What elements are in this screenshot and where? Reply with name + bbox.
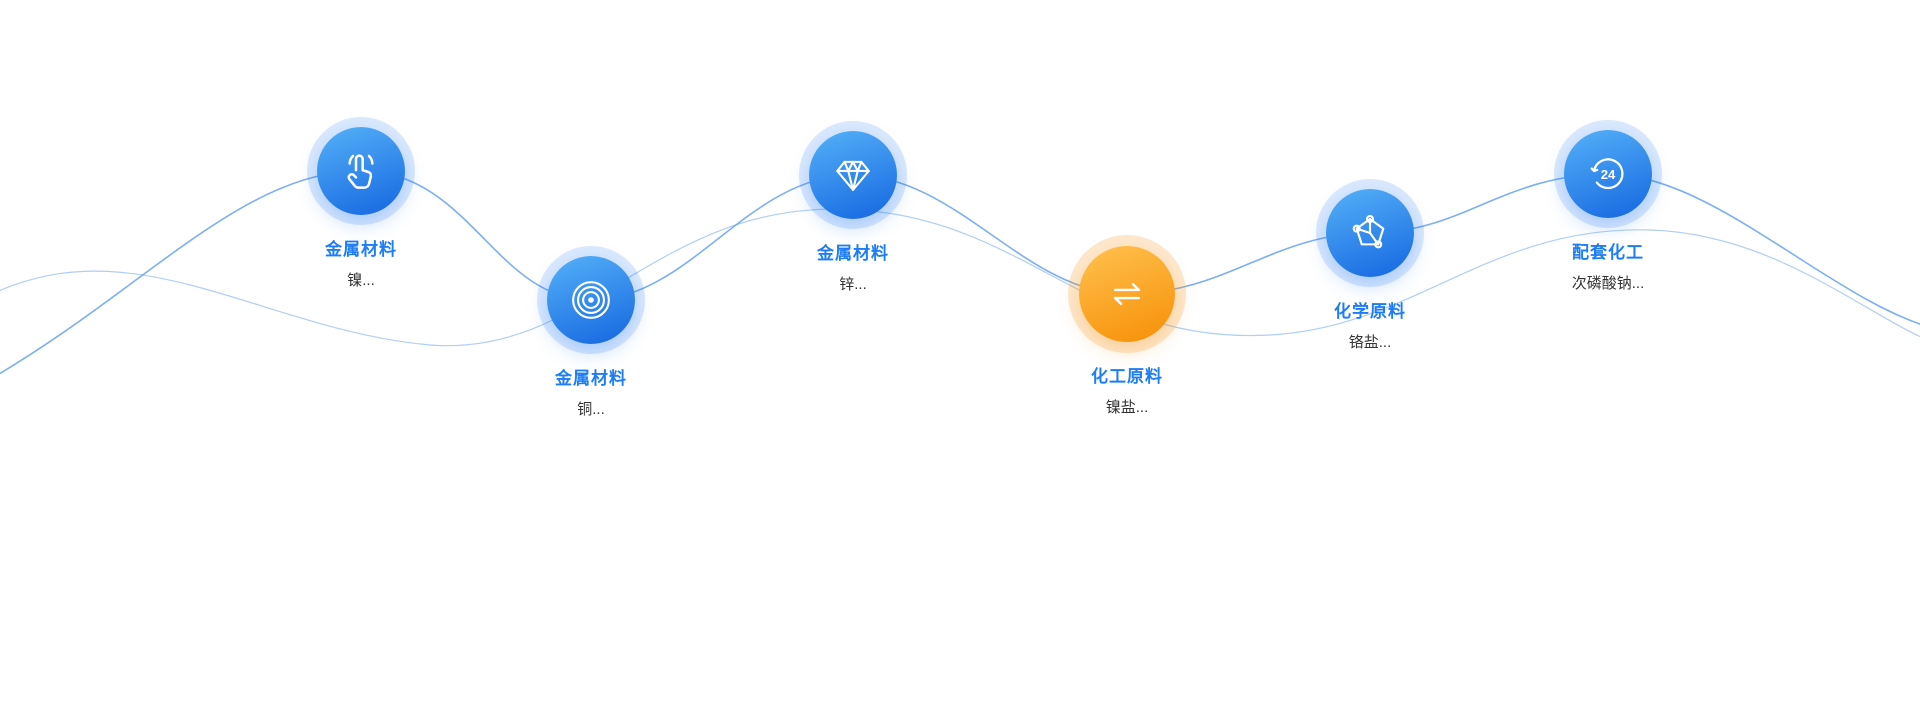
node-label: 金属材料 [555, 369, 627, 388]
category-node-metal-zinc[interactable]: 金属材料 锌... [733, 131, 973, 294]
node-sublabel: 铬盐... [1348, 334, 1392, 351]
node-circle[interactable] [809, 131, 897, 219]
node-circle[interactable] [547, 256, 635, 344]
category-node-chem-nickel-salt[interactable]: 化工原料 镍盐... [1007, 246, 1247, 417]
clock24-badge: 24 [1601, 167, 1616, 182]
diamond-icon [832, 154, 874, 196]
node-label: 化工原料 [1091, 367, 1163, 386]
node-label: 化学原料 [1334, 302, 1406, 321]
molecule-icon [1349, 212, 1391, 254]
tap-icon [341, 151, 381, 191]
node-label: 金属材料 [325, 240, 397, 259]
node-sublabel: 铜... [577, 401, 605, 418]
node-label: 金属材料 [817, 244, 889, 263]
ripple-icon [570, 279, 612, 321]
category-node-metal-nickel[interactable]: 金属材料 镍... [241, 127, 481, 290]
node-circle[interactable]: 24 [1564, 130, 1652, 218]
node-sublabel: 锌... [839, 276, 867, 293]
category-node-chem-chromium-salt[interactable]: 化学原料 铬盐... [1250, 189, 1490, 352]
node-sublabel: 镍... [347, 272, 375, 289]
exchange-icon [1105, 272, 1149, 316]
category-node-support-chem[interactable]: 24 配套化工 次磷酸钠... [1488, 130, 1728, 293]
category-node-metal-copper[interactable]: 金属材料 铜... [471, 256, 711, 419]
node-circle[interactable] [1326, 189, 1414, 277]
node-sublabel: 次磷酸钠... [1571, 275, 1645, 292]
clock24-icon: 24 [1587, 153, 1629, 195]
node-label: 配套化工 [1572, 243, 1644, 262]
node-circle[interactable] [317, 127, 405, 215]
node-circle[interactable] [1079, 246, 1175, 342]
node-sublabel: 镍盐... [1105, 399, 1149, 416]
